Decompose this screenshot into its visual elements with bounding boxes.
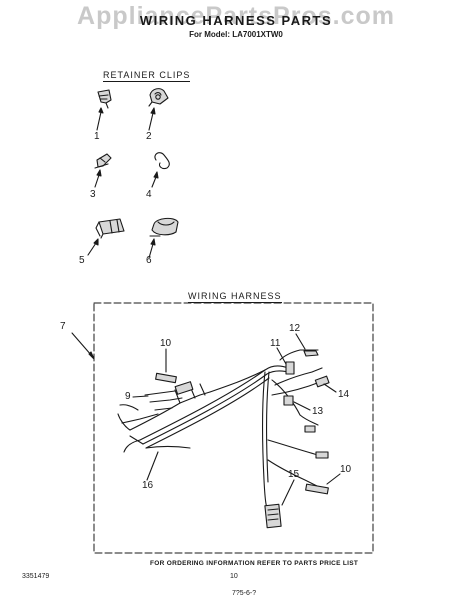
leader-clip-3 xyxy=(94,174,100,188)
retainer-clip-4 xyxy=(154,152,170,170)
arrow-clip-3 xyxy=(96,169,102,177)
callout-9: 9 xyxy=(125,391,131,402)
callout-16: 16 xyxy=(142,480,154,491)
ordering-note: FOR ORDERING INFORMATION REFER TO PARTS … xyxy=(150,560,359,567)
retainer-clip-2 xyxy=(148,88,169,107)
callout-12: 12 xyxy=(289,323,301,334)
connector-12 xyxy=(303,350,319,357)
leader-12 xyxy=(295,333,306,350)
callout-5: 5 xyxy=(79,255,85,266)
callout-2: 2 xyxy=(146,131,152,142)
arrow-clip-1 xyxy=(98,107,104,114)
arrow-harness-7 xyxy=(88,351,95,360)
connector-11 xyxy=(285,361,295,375)
connector-side-b xyxy=(315,451,329,459)
arrow-clip-4 xyxy=(153,171,159,179)
callout-6: 6 xyxy=(146,255,152,266)
callout-15: 15 xyxy=(288,469,300,480)
leader-16 xyxy=(146,451,159,481)
arrow-clip-6 xyxy=(150,238,156,246)
connector-10-lower xyxy=(305,483,329,495)
connector-13 xyxy=(283,395,294,406)
arrow-clip-2 xyxy=(150,107,156,115)
page-number: 10 xyxy=(230,573,238,580)
connector-15-pins xyxy=(267,508,279,521)
leader-clip-4 xyxy=(151,176,157,188)
leader-9 xyxy=(132,395,149,398)
leader-14 xyxy=(323,383,337,393)
wiring-harness xyxy=(117,349,326,516)
retainer-clip-3 xyxy=(94,153,112,169)
retainer-clip-6 xyxy=(149,217,179,237)
callout-14: 14 xyxy=(338,389,350,400)
bottom-code: 7?5-6-? xyxy=(232,590,257,597)
callout-10-upper: 10 xyxy=(160,338,172,349)
leader-11 xyxy=(276,347,287,365)
callout-4: 4 xyxy=(146,189,152,200)
connector-15 xyxy=(264,503,282,529)
leader-10b xyxy=(326,473,341,485)
connector-10-upper xyxy=(155,372,177,384)
leader-clip-6 xyxy=(148,243,154,259)
model-line: For Model: LA7001XTW0 xyxy=(189,30,283,39)
connector-14 xyxy=(314,375,330,388)
document-part-number: 3351479 xyxy=(22,573,50,580)
callout-13: 13 xyxy=(312,406,324,417)
leader-clip-2 xyxy=(148,112,154,131)
page-title: WIRING HARNESS PARTS xyxy=(139,13,333,28)
leader-harness-7 xyxy=(71,332,93,357)
leader-15 xyxy=(281,479,295,506)
retainer-clip-5 xyxy=(95,218,125,239)
connector-side-a xyxy=(304,425,316,433)
leader-clip-1 xyxy=(96,111,102,131)
callout-7: 7 xyxy=(60,321,66,332)
arrow-clip-5 xyxy=(93,238,99,246)
retainer-clips-heading: RETAINER CLIPS xyxy=(103,70,191,82)
callout-11: 11 xyxy=(270,338,281,349)
callout-10-lower: 10 xyxy=(340,464,352,475)
retainer-clip-1 xyxy=(97,89,112,109)
callout-1: 1 xyxy=(94,131,100,142)
leader-13 xyxy=(293,401,311,411)
leader-clip-5 xyxy=(87,242,97,256)
harness-frame xyxy=(93,302,374,554)
callout-3: 3 xyxy=(90,189,96,200)
watermark: AppliancePartsPros.com xyxy=(77,2,395,30)
connector-9 xyxy=(174,381,194,395)
